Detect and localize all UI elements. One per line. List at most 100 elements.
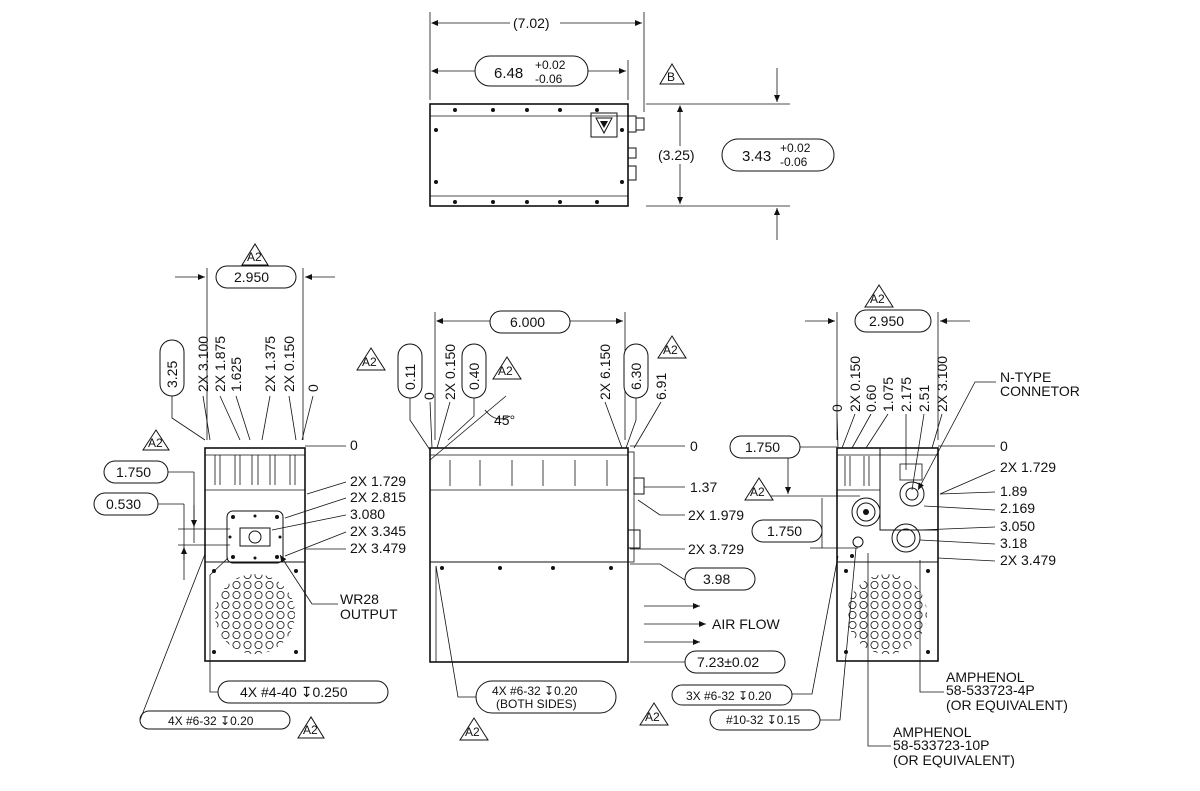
body-length-tol-minus: -0.06 <box>535 72 563 86</box>
svg-text:2X 3.100: 2X 3.100 <box>934 356 950 412</box>
svg-text:2X 1.375: 2X 1.375 <box>262 336 278 392</box>
svg-text:2.950: 2.950 <box>869 313 904 329</box>
amphenol-4p-connector-icon <box>851 497 881 527</box>
airflow-label: AIR FLOW <box>712 616 780 632</box>
right-view-rev-tag <box>864 284 894 308</box>
svg-text:A2: A2 <box>362 355 377 369</box>
height-tol-minus: -0.06 <box>780 155 808 169</box>
svg-text:2X 0.150: 2X 0.150 <box>281 336 297 392</box>
center-view: 6.000 A2 A2 A2 0.11 0 2X 0.150 0.40 2X 6… <box>356 310 786 741</box>
height-ref-label: (3.25) <box>658 147 695 163</box>
airflow-arrows <box>644 603 706 645</box>
wr28-port-icon <box>248 530 262 544</box>
svg-text:1.625: 1.625 <box>228 357 244 392</box>
svg-text:1.89: 1.89 <box>1000 483 1027 499</box>
center-view-width-pill <box>489 310 571 334</box>
datum-b-label: B <box>667 70 675 84</box>
svg-text:4X #6-32 ↧0.20: 4X #6-32 ↧0.20 <box>168 714 254 728</box>
svg-text:(OR EQUIVALENT): (OR EQUIVALENT) <box>893 752 1015 768</box>
center-view-fins <box>449 460 608 486</box>
svg-text:2X 3.729: 2X 3.729 <box>688 541 744 557</box>
amphenol-4p-label: AMPHENOL <box>946 669 1025 685</box>
svg-text:2X 1.729: 2X 1.729 <box>350 473 406 489</box>
svg-text:6.91: 6.91 <box>653 373 669 400</box>
center-view-rev-tag-right <box>657 335 687 359</box>
svg-text:1.750: 1.750 <box>767 523 802 539</box>
svg-text:A2: A2 <box>247 250 262 264</box>
svg-text:7.23±0.02: 7.23±0.02 <box>697 654 759 670</box>
svg-text:A2: A2 <box>750 485 765 499</box>
center-view-rev-tag-bottom <box>459 717 489 741</box>
svg-text:0: 0 <box>305 384 321 392</box>
right-view-rev-tag-bottom <box>639 702 669 726</box>
svg-text:2X 2.815: 2X 2.815 <box>350 489 406 505</box>
right-view-rev-tag-left <box>744 477 774 501</box>
svg-text:A2: A2 <box>303 723 318 737</box>
svg-text:3.25: 3.25 <box>164 361 180 388</box>
top-view-body <box>429 103 629 207</box>
top-view-screws <box>434 108 624 204</box>
wr28-flange <box>226 510 284 564</box>
svg-text:A2: A2 <box>148 436 163 450</box>
svg-text:2X 1.979: 2X 1.979 <box>688 507 744 523</box>
svg-text:6.30: 6.30 <box>628 363 644 390</box>
svg-text:A2: A2 <box>663 343 678 357</box>
height-tol-plus: +0.02 <box>780 141 811 155</box>
body-length-pill <box>474 55 589 87</box>
svg-text:2X 0.150: 2X 0.150 <box>847 356 863 412</box>
svg-text:0.40: 0.40 <box>466 363 482 390</box>
connector-label: CONNETOR <box>1000 383 1080 399</box>
svg-text:0.530: 0.530 <box>106 496 141 512</box>
svg-text:0: 0 <box>829 404 845 412</box>
svg-text:2.169: 2.169 <box>1000 500 1035 516</box>
svg-text:0: 0 <box>1000 438 1008 454</box>
svg-text:0: 0 <box>350 437 358 453</box>
datum-b-triangle <box>659 63 685 85</box>
svg-text:(BOTH SIDES): (BOTH SIDES) <box>496 697 577 711</box>
svg-text:2X 3.345: 2X 3.345 <box>350 523 406 539</box>
left-view: A2 2.950 3.25 2X 3.100 2X 1.875 1.625 2X… <box>93 243 406 739</box>
right-view-fins <box>844 456 870 486</box>
right-view-note-6-32 <box>671 684 793 706</box>
center-view-body <box>429 447 629 663</box>
left-view-rev-tag-left <box>142 429 170 451</box>
svg-text:0: 0 <box>421 392 437 400</box>
wr28-label: WR28 <box>340 591 379 607</box>
svg-text:2X 0.150: 2X 0.150 <box>442 344 458 400</box>
right-view-fan-grille <box>847 574 927 654</box>
top-view: (7.02) 6.48 +0.02 -0.06 B (3.25) 3.43 +0… <box>429 12 835 240</box>
body-length-tol-plus: +0.02 <box>535 58 566 72</box>
svg-text:A2: A2 <box>498 364 513 378</box>
ntype-label: N-TYPE <box>1000 369 1051 385</box>
svg-text:2X 1.875: 2X 1.875 <box>212 336 228 392</box>
left-view-fins <box>214 455 296 485</box>
left-view-fan-grille <box>215 574 295 654</box>
svg-text:4X #4-40 ↧0.250: 4X #4-40 ↧0.250 <box>240 684 348 700</box>
svg-text:3.080: 3.080 <box>350 506 385 522</box>
amphenol-10p-connector-icon <box>891 523 921 553</box>
svg-text:2X 3.479: 2X 3.479 <box>1000 552 1056 568</box>
svg-text:3.98: 3.98 <box>703 571 730 587</box>
svg-text:58-533723-4P: 58-533723-4P <box>946 682 1035 698</box>
left-view-rev-tag <box>241 243 269 266</box>
svg-text:6.000: 6.000 <box>510 314 545 330</box>
height-nominal: 3.43 <box>742 148 771 165</box>
center-view-398-pill <box>684 567 756 591</box>
svg-text:58-533723-10P: 58-533723-10P <box>893 737 990 753</box>
body-length-nominal: 6.48 <box>494 65 523 82</box>
chamfer-angle: 45° <box>494 412 515 428</box>
ntype-connector-icon <box>899 481 925 507</box>
output-label: OUTPUT <box>340 606 398 622</box>
svg-text:1.750: 1.750 <box>116 464 151 480</box>
overall-length-label: (7.02) <box>513 15 550 31</box>
svg-text:2X 3.100: 2X 3.100 <box>195 336 211 392</box>
center-view-rev-tag-mid <box>492 356 522 380</box>
svg-text:2.950: 2.950 <box>234 269 269 285</box>
svg-text:1.750: 1.750 <box>745 439 780 455</box>
svg-text:A2: A2 <box>645 710 660 724</box>
svg-text:4X #6-32 ↧0.20: 4X #6-32 ↧0.20 <box>492 684 578 698</box>
ground-stud-icon <box>852 536 864 548</box>
left-view-width-pill <box>215 265 297 289</box>
svg-text:0: 0 <box>690 438 698 454</box>
